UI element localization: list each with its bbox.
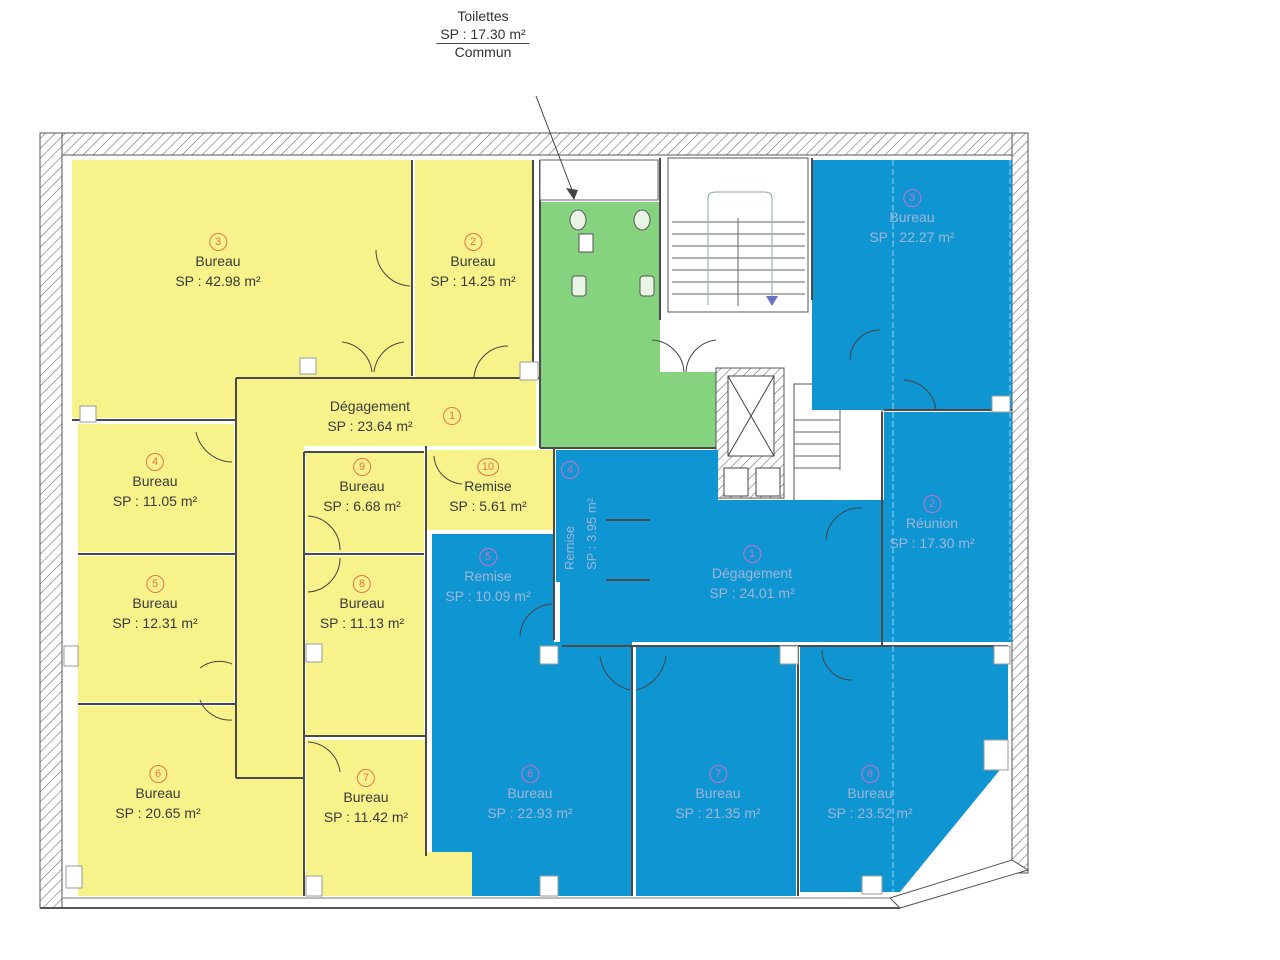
room-name: Bureau (450, 253, 496, 269)
blue-room-4-badge: 4 (561, 458, 579, 479)
room-number-badge: 8 (353, 575, 371, 593)
room-area: SP : 11.05 m² (112, 493, 198, 510)
room-area: SP : 11.13 m² (319, 615, 405, 632)
yellow-room-3: 3 Bureau SP : 42.98 m² (175, 230, 261, 292)
room-area: SP : 5.61 m² (449, 498, 527, 515)
yellow-room-10: 10 Remise SP : 5.61 m² (449, 455, 527, 517)
room-name: Remise (464, 478, 512, 494)
exterior-wall (39, 132, 1030, 909)
room-area: SP : 22.27 m² (869, 229, 955, 246)
blue-room-7: 7 Bureau SP : 21.35 m² (675, 762, 761, 824)
room-number-badge: 4 (146, 453, 164, 471)
blue-room-2: 2 Réunion SP : 17.30 m² (889, 492, 975, 554)
callout-arrowhead-icon (566, 188, 578, 200)
yellow-zone (72, 160, 554, 896)
yellow-room-6: 6 Bureau SP : 20.65 m² (115, 762, 201, 824)
callout-area: SP : 17.30 m² (436, 26, 530, 44)
room-area: SP : 6.68 m² (323, 498, 401, 515)
room-number-badge: 1 (743, 545, 761, 563)
room-number-badge: 2 (464, 233, 482, 251)
room-name: Bureau (343, 789, 389, 805)
room-area: SP : 10.09 m² (445, 588, 531, 605)
blue-room-3: 3 Bureau SP : 22.27 m² (869, 186, 955, 248)
room-number-badge: 8 (861, 765, 879, 783)
room-name: Bureau (132, 473, 178, 489)
room-name: Bureau (889, 209, 935, 225)
yellow-room-1-badge: 1 (443, 404, 461, 425)
pillars (63, 159, 1011, 897)
room-area: SP : 22.93 m² (487, 805, 573, 822)
room-number-badge: 9 (353, 458, 371, 476)
room-name: Bureau (847, 785, 893, 801)
room-name: Dégagement (711, 565, 793, 581)
room-number-badge: 6 (149, 765, 167, 783)
room-area: SP : 11.42 m² (323, 809, 409, 826)
toilet-fixtures (569, 209, 655, 297)
callout-title: Toilettes (457, 8, 509, 24)
room-number-badge: 6 (521, 765, 539, 783)
room-name: Bureau (695, 785, 741, 801)
room-number-badge: 1 (443, 407, 461, 425)
room-area: SP : 14.25 m² (430, 273, 516, 290)
yellow-room-8: 8 Bureau SP : 11.13 m² (320, 572, 404, 634)
blue-room-1: 1 Dégagement SP : 24.01 m² (709, 542, 795, 604)
room-area: SP : 12.31 m² (112, 615, 198, 632)
room-name: Dégagement (329, 398, 411, 414)
door-swings (195, 249, 937, 773)
room-name: Bureau (507, 785, 553, 801)
room-number-badge: 10 (477, 458, 499, 476)
green-zone-toilets (540, 202, 716, 448)
yellow-room-9: 9 Bureau SP : 6.68 m² (323, 455, 401, 517)
room-number-badge: 7 (357, 769, 375, 787)
room-number-badge: 5 (479, 548, 497, 566)
blue-room-6: 6 Bureau SP : 22.93 m² (487, 762, 573, 824)
room-area: SP : 17.30 m² (889, 535, 975, 552)
room-number-badge: 2 (923, 495, 941, 513)
room-name: Réunion (905, 515, 959, 531)
room-number-badge: 3 (903, 189, 921, 207)
callout-leader-line (535, 95, 573, 191)
room-number-badge: 5 (146, 575, 164, 593)
room-name: Bureau (339, 595, 385, 611)
yellow-room-7: 7 Bureau SP : 11.42 m² (324, 766, 408, 828)
room-area: SP : 23.52 m² (827, 805, 913, 822)
room-area: SP : 21.35 m² (675, 805, 761, 822)
room-name: Bureau (195, 253, 241, 269)
room-name: Remise (464, 568, 512, 584)
room-number-badge: 4 (561, 461, 579, 479)
room-name: Bureau (132, 595, 178, 611)
stair-core (667, 157, 883, 505)
room-number-badge: 3 (209, 233, 227, 251)
yellow-room-5: 5 Bureau SP : 12.31 m² (112, 572, 198, 634)
yellow-room-2: 2 Bureau SP : 14.25 m² (430, 230, 516, 292)
blue-room-4-name: Remise (562, 525, 577, 570)
blue-zone (432, 160, 1012, 896)
blue-room-5: 5 Remise SP : 10.09 m² (445, 545, 531, 607)
room-area: SP : 42.98 m² (175, 273, 261, 290)
blue-room-4-area: SP : 3.95 m² (584, 497, 599, 570)
room-number-badge: 7 (709, 765, 727, 783)
yellow-room-1: Dégagement SP : 23.64 m² (327, 396, 412, 437)
room-area: SP : 24.01 m² (709, 585, 795, 602)
room-area: SP : 23.64 m² (327, 418, 413, 435)
room-name: Bureau (339, 478, 385, 494)
callout-subtitle: Commun (454, 44, 512, 60)
room-area: SP : 20.65 m² (115, 805, 201, 822)
room-name: Bureau (135, 785, 181, 801)
toilets-callout: Toilettes SP : 17.30 m² Commun (436, 8, 530, 62)
yellow-room-4: 4 Bureau SP : 11.05 m² (113, 450, 197, 512)
blue-room-8: 8 Bureau SP : 23.52 m² (827, 762, 913, 824)
